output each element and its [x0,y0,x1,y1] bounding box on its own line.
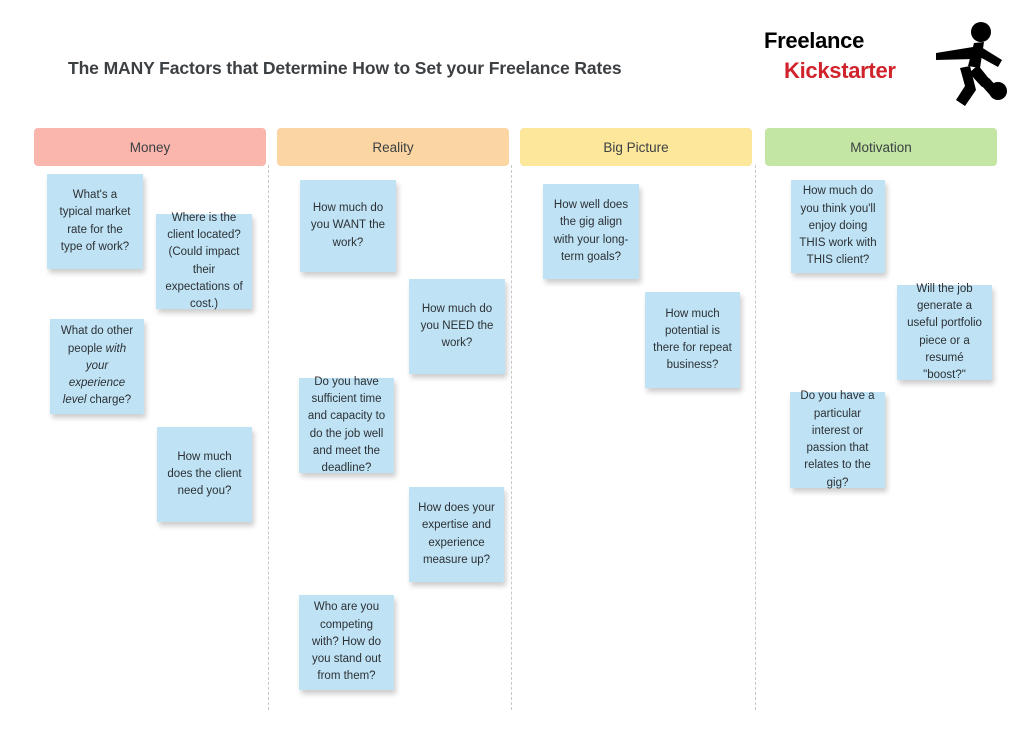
sticky-note-reality-3[interactable]: Do you have sufficient time and capacity… [299,376,394,474]
sticky-note-money-3[interactable]: What do other people with your experienc… [50,319,144,414]
sticky-note-text: Where is the client located? (Could impa… [165,211,243,310]
column-divider-3 [755,165,756,710]
sticky-note-text: How does your expertise and experience m… [418,502,495,566]
sticky-note-big-picture-1[interactable]: How well does the gig align with your lo… [543,184,639,279]
sticky-note-text: Will the job generate a useful portfolio… [907,282,982,381]
sticky-note-text: How much does the client need you? [167,450,242,498]
column-motivation: Motivation [765,120,997,732]
sticky-note-text: Who are you competing with? How do you s… [311,601,382,683]
sticky-note-motivation-2[interactable]: Will the job generate a useful portfolio… [897,283,992,381]
sticky-note-text: Do you have sufficient time and capacity… [307,375,386,474]
sticky-note-text: Do you have a particular interest or pas… [800,390,875,489]
brand-logo: Freelance Kickstarter [760,22,1010,112]
sticky-note-motivation-1[interactable]: How much do you think you'll enjoy doing… [791,180,885,273]
brand-wordmark: Freelance Kickstarter [760,26,920,85]
sticky-note-text: How much do you NEED the work? [420,302,494,350]
sticky-note-big-picture-2[interactable]: How much potential is there for repeat b… [645,292,740,388]
sticky-note-money-2[interactable]: Where is the client located? (Could impa… [156,212,252,310]
sticky-note-money-4[interactable]: How much does the client need you? [157,427,252,522]
sticky-note-text: How much do you think you'll enjoy doing… [799,185,877,267]
sticky-note-text: How much do you WANT the work? [310,202,386,249]
sticky-note-text: How much potential is there for repeat b… [653,307,732,372]
sticky-note-reality-5[interactable]: Who are you competing with? How do you s… [299,595,394,690]
column-header-motivation[interactable]: Motivation [765,128,997,166]
column-reality: Reality [277,120,509,732]
sticky-note-text: How well does the gig align with your lo… [553,199,629,263]
page-title: The MANY Factors that Determine How to S… [68,58,622,78]
sticky-note-motivation-3[interactable]: Do you have a particular interest or pas… [790,390,885,489]
column-divider-2 [511,165,512,710]
column-header-money[interactable]: Money [34,128,266,166]
sticky-note-text: What do other people with your experienc… [60,325,134,407]
column-divider-1 [268,165,269,710]
sticky-note-money-1[interactable]: What's a typical market rate for the typ… [47,174,143,269]
sticky-note-reality-2[interactable]: How much do you NEED the work? [409,279,505,374]
column-big-picture: Big Picture [520,120,752,732]
sticky-note-reality-4[interactable]: How does your expertise and experience m… [409,487,504,582]
column-header-reality[interactable]: Reality [277,128,509,166]
column-header-big-picture[interactable]: Big Picture [520,128,752,166]
brand-name-freelance: Freelance [764,28,865,53]
sticky-note-text: What's a typical market rate for the typ… [59,189,131,253]
brand-name-kickstarter: Kickstarter [784,57,896,83]
board-header: The MANY Factors that Determine How to S… [0,0,1024,120]
running-kicking-figure-icon [918,18,1010,115]
sticky-note-reality-1[interactable]: How much do you WANT the work? [300,180,396,272]
column-money: Money [34,120,266,732]
